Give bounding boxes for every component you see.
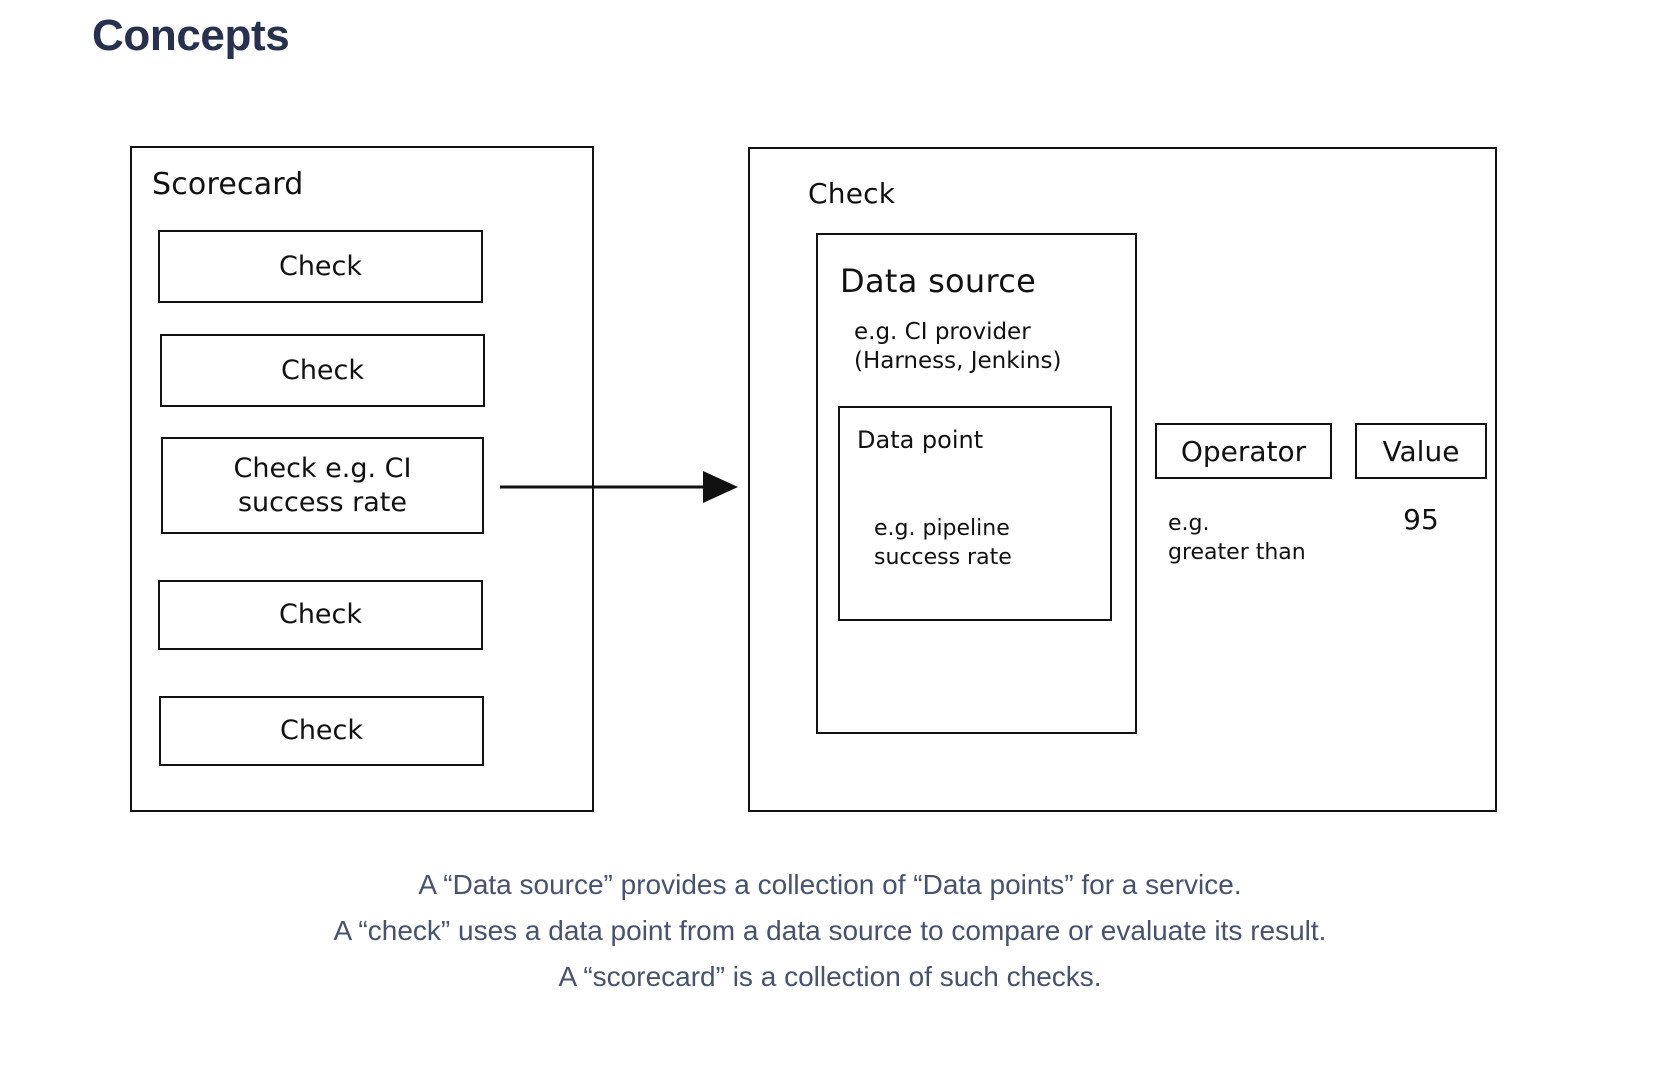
scorecard-panel-title: Scorecard: [152, 167, 304, 202]
value-note: 95: [1403, 502, 1439, 536]
scorecard-check-5[interactable]: [159, 696, 484, 766]
data-point-note: e.g. pipeline success rate: [874, 516, 1012, 570]
scorecard-check-2[interactable]: [160, 334, 485, 407]
operator-label: Operator: [1180, 434, 1307, 468]
data-source-title: Data source: [840, 262, 1037, 300]
scorecard-check-1[interactable]: [158, 230, 483, 303]
data-point-title: Data point: [857, 426, 984, 454]
scorecard-check-2-label: Check: [280, 354, 365, 386]
scorecard-check-5-label: Check: [279, 715, 364, 747]
scorecard-check-1-label: Check: [278, 250, 363, 282]
scorecard-check-ci[interactable]: [161, 437, 484, 534]
check-panel-title: Check: [808, 177, 896, 210]
scorecard-check-ci-label: Check e.g. CI success rate: [233, 452, 412, 518]
caption-line-1: A “Data source” provides a collection of…: [418, 869, 1242, 900]
arrow-right-icon: [500, 471, 738, 503]
data-source-note: e.g. CI provider (Harness, Jenkins): [854, 319, 1062, 375]
caption: A “Data source” provides a collection of…: [0, 862, 1660, 1000]
value-box: [1355, 423, 1487, 479]
caption-line-2: A “check” uses a data point from a data …: [333, 915, 1327, 946]
operator-note: e.g. greater than: [1168, 511, 1306, 565]
value-label: Value: [1382, 434, 1460, 468]
caption-line-3: A “scorecard” is a collection of such ch…: [558, 961, 1102, 992]
scorecard-check-4-label: Check: [278, 599, 363, 631]
scorecard-check-4[interactable]: [158, 580, 483, 650]
operator-box: [1155, 423, 1332, 479]
data-point-box: [838, 406, 1112, 621]
page-title: Concepts: [92, 11, 290, 60]
